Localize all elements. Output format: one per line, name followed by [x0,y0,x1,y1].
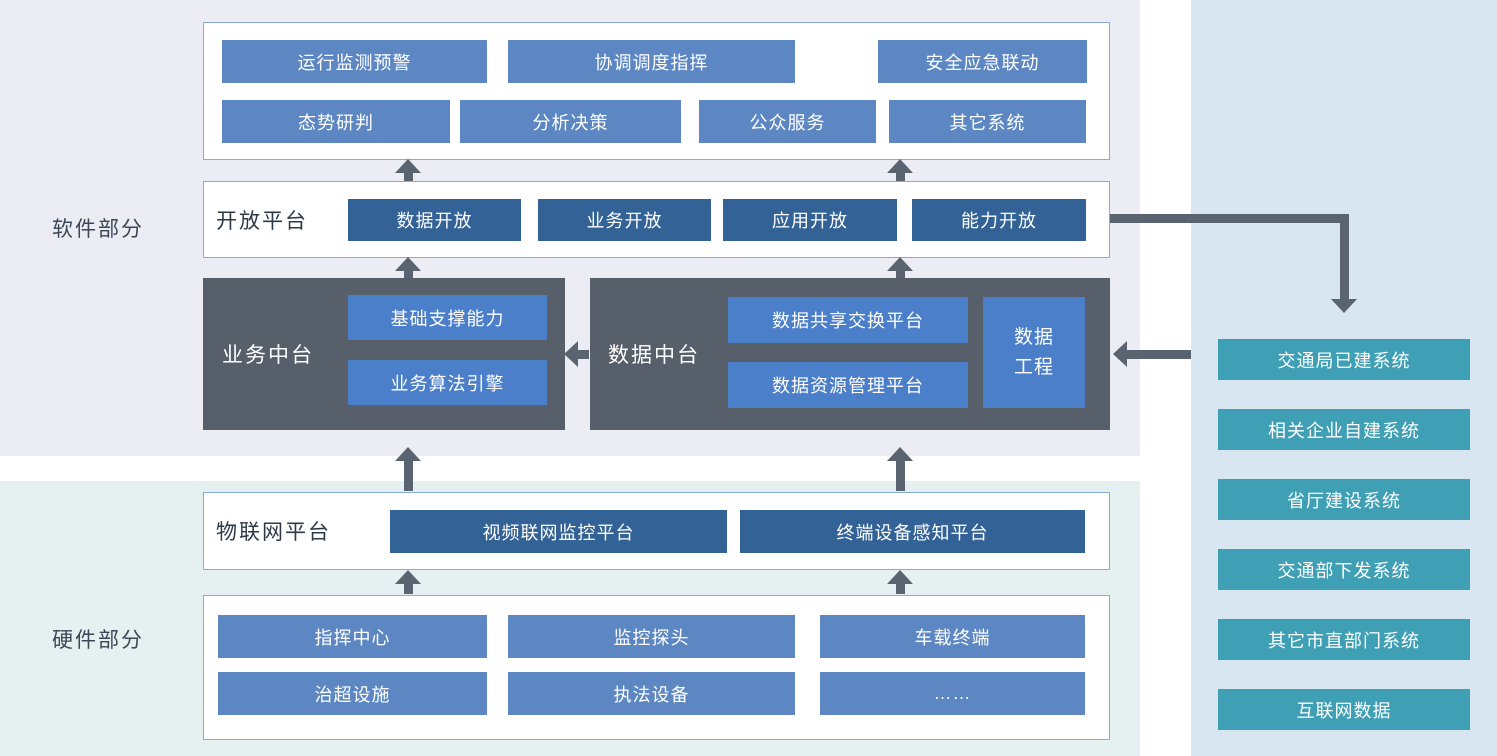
external-system-ministry-issued: 交通部下发系统 [1218,549,1470,590]
arrow-up-open-to-app-left [395,159,421,181]
hw-button-command-center: 指挥中心 [218,615,487,658]
arrow-left-external-to-data [1113,341,1191,367]
arrow-up-iot-to-middle-left [395,447,421,491]
app-button-other-systems: 其它系统 [889,100,1086,143]
hardware-section-label: 硬件部分 [52,629,144,652]
app-button-situation-analysis: 态势研判 [222,100,450,143]
arrow-elbow-down-head [1331,299,1357,313]
data-sharing-exchange-platform: 数据共享交换平台 [728,297,968,343]
arrow-left-data-to-business [564,341,589,367]
iot-video-monitoring-platform: 视频联网监控平台 [390,510,727,553]
arrow-up-hardware-to-iot-right [887,570,913,594]
hw-button-monitoring-camera: 监控探头 [508,615,795,658]
business-platform-label: 业务中台 [222,344,314,367]
external-system-internet-data: 互联网数据 [1218,689,1470,730]
hw-button-ellipsis: …… [820,672,1085,715]
hw-button-enforcement-equipment: 执法设备 [508,672,795,715]
app-button-operation-monitoring: 运行监测预警 [222,40,487,83]
app-button-analysis-decision: 分析决策 [460,100,681,143]
arrow-up-middle-to-open-left [395,257,421,278]
iot-platform-label: 物联网平台 [216,521,331,544]
data-resource-management-platform: 数据资源管理平台 [728,362,968,408]
app-button-safety-emergency: 安全应急联动 [878,40,1087,83]
arrow-elbow-vertical-segment [1340,214,1349,300]
arrow-up-hardware-to-iot-left [395,570,421,594]
open-platform-label: 开放平台 [216,209,308,233]
data-platform-label: 数据中台 [608,344,700,367]
open-platform-capability-open: 能力开放 [912,199,1086,241]
arrow-up-iot-to-middle-right [887,447,913,491]
open-platform-application-open: 应用开放 [723,199,897,241]
app-button-public-service: 公众服务 [699,100,876,143]
data-engineering-block: 数据工程 [983,297,1085,408]
business-algorithm-engine: 业务算法引擎 [348,360,547,405]
external-system-provincial: 省厅建设系统 [1218,479,1470,520]
external-system-enterprise-built: 相关企业自建系统 [1218,409,1470,450]
iot-terminal-sensing-platform: 终端设备感知平台 [740,510,1085,553]
business-basic-support: 基础支撑能力 [348,295,547,340]
arrow-up-middle-to-open-right [887,257,913,278]
arrow-elbow-horizontal-segment [1110,214,1349,223]
external-system-other-departments: 其它市直部门系统 [1218,619,1470,660]
open-platform-data-open: 数据开放 [348,199,521,241]
open-platform-business-open: 业务开放 [538,199,711,241]
arrow-up-open-to-app-right [887,159,913,181]
hw-button-overload-control-facility: 治超设施 [218,672,487,715]
software-section-label: 软件部分 [52,218,144,241]
hw-button-vehicle-terminal: 车载终端 [820,615,1085,658]
external-system-transport-bureau: 交通局已建系统 [1218,339,1470,380]
app-button-coordination-dispatch: 协调调度指挥 [508,40,795,83]
